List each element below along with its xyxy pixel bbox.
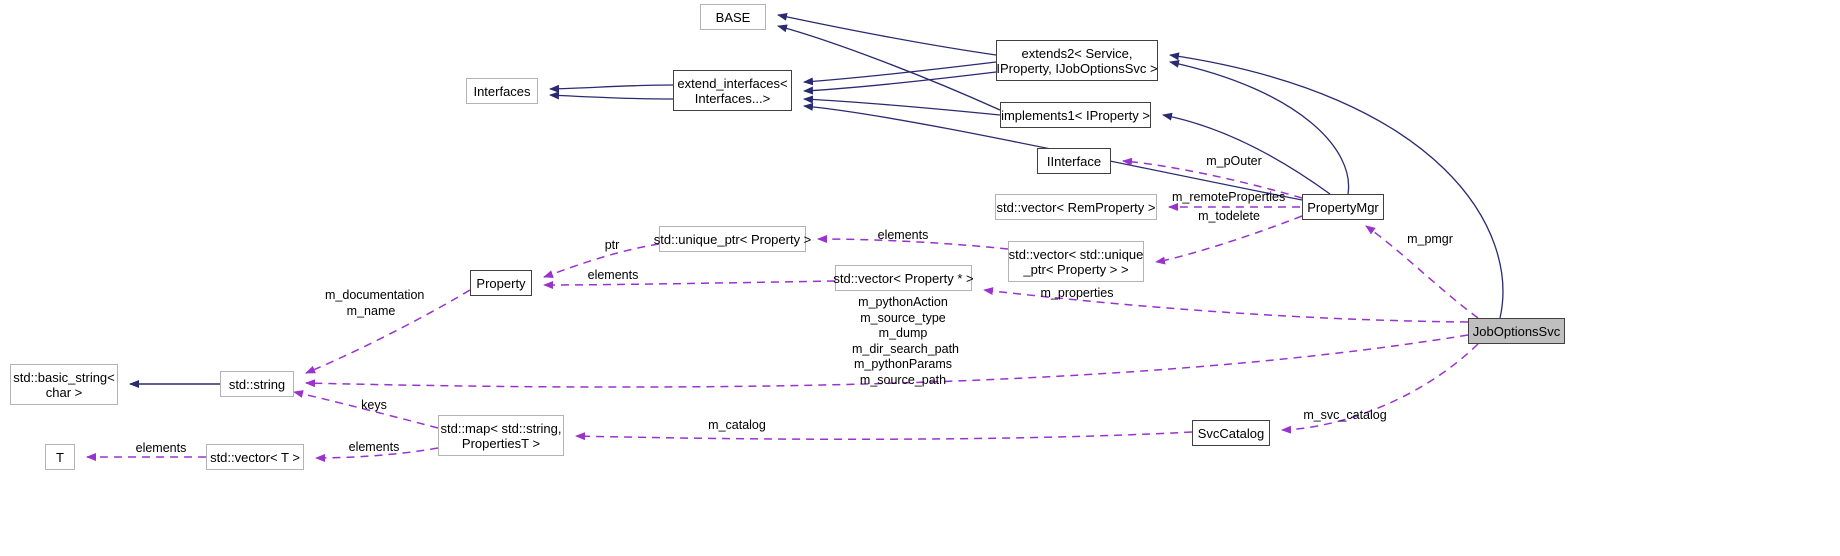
node-propertymgr[interactable]: PropertyMgr [1302,194,1384,220]
usage-edges [86,157,1479,462]
edge-label-m-pouter: m_pOuter [1206,154,1262,168]
edge-label-m-catalog: m_catalog [708,418,766,432]
node-vector-unique-ptr-property[interactable]: std::vector< std::unique _ptr< Property … [1008,241,1144,282]
edge-label-elements-unique-ptr: elements [877,228,929,242]
node-basic-string-char[interactable]: std::basic_string< char > [10,364,118,405]
edge-label-ptr: ptr [604,238,620,252]
node-extend-interfaces[interactable]: extend_interfaces< Interfaces...> [673,70,792,111]
node-interfaces[interactable]: Interfaces [466,78,538,104]
edge-label-elements-t: elements [135,441,187,455]
edge-label-m-properties: m_properties [1040,286,1114,300]
edge-label-keys: keys [361,398,387,412]
node-iinterface[interactable]: IInterface [1037,148,1111,174]
node-std-map-string-propertiest[interactable]: std::map< std::string, PropertiesT > [438,415,564,456]
node-extends2[interactable]: extends2< Service, IProperty, IJobOption… [996,40,1158,81]
node-joboptionssvc[interactable]: JobOptionsSvc [1468,318,1565,344]
node-base[interactable]: BASE [700,4,766,30]
node-std-string[interactable]: std::string [220,371,294,397]
node-vector-property-ptr[interactable]: std::vector< Property * > [833,265,974,291]
edge-label-m-todelete: m_todelete [1198,209,1260,223]
node-svccatalog[interactable]: SvcCatalog [1192,420,1270,446]
edge-label-joboptionssvc-string-members: m_pythonAction m_source_type m_dump m_di… [852,295,960,387]
node-vector-t[interactable]: std::vector< T > [206,444,304,470]
node-t-template-param[interactable]: T [45,444,75,470]
edge-label-m-documentation-m-name: m_documentation m_name [325,288,425,318]
edge-label-m-remoteproperties: m_remoteProperties [1172,190,1286,204]
node-property[interactable]: Property [470,270,532,296]
edge-label-elements-property-ptr: elements [587,268,639,282]
node-implements1[interactable]: implements1< IProperty > [1000,102,1151,128]
edge-label-m-svc-catalog: m_svc_catalog [1303,408,1387,422]
edge-label-m-pmgr: m_pmgr [1407,232,1453,246]
edge-label-elements-vector-t: elements [348,440,400,454]
node-unique-ptr-property[interactable]: std::unique_ptr< Property > [654,226,811,252]
node-vector-remproperty[interactable]: std::vector< RemProperty > [995,194,1157,220]
